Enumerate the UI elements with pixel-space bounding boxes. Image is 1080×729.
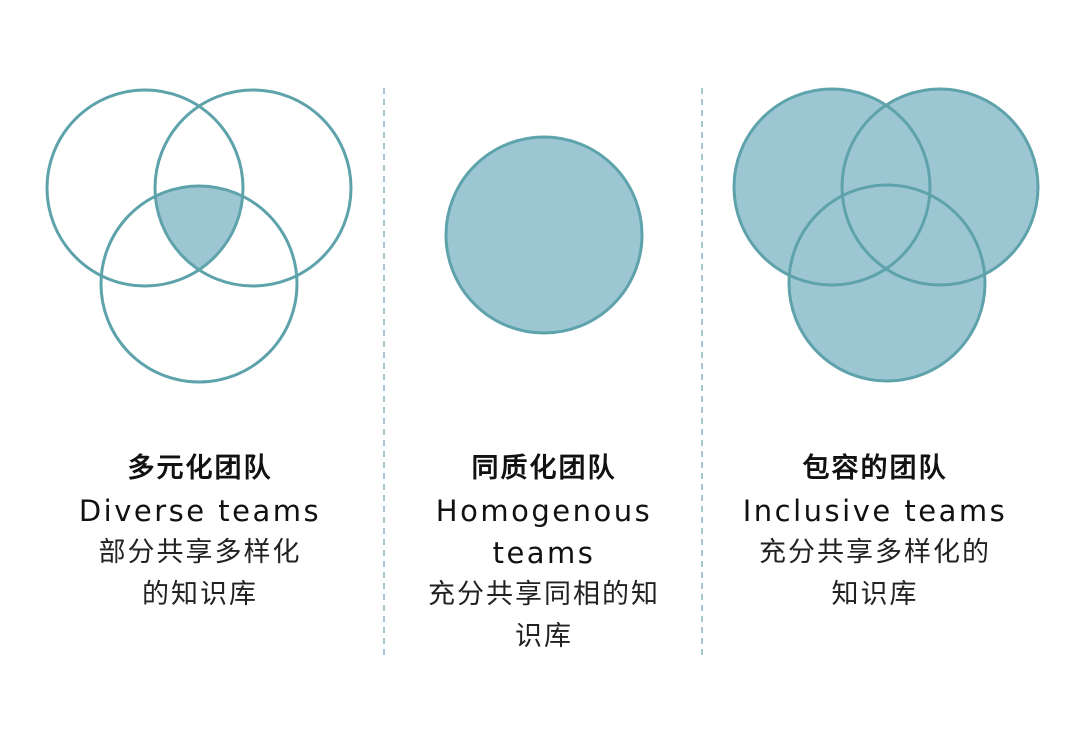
inclusive-title: 包容的团队 [802, 453, 948, 484]
inclusive-venn [732, 87, 1040, 383]
inclusive-english: Inclusive teams [742, 494, 1008, 528]
diverse-caption: 多元化团队 Diverse teams 部分共享多样化的知识库 [70, 448, 330, 616]
inclusive-caption: 包容的团队 Inclusive teams 充分共享多样化的知识库 [735, 448, 1015, 616]
diverse-title: 多元化团队 [127, 453, 273, 484]
inclusive-circle-bottom [787, 183, 987, 383]
diverse-english: Diverse teams [78, 494, 322, 528]
inclusive-circle-left [732, 87, 932, 287]
diverse-description: 部分共享多样化的知识库 [98, 537, 302, 610]
inclusive-description: 充分共享多样化的知识库 [759, 537, 991, 610]
inclusive-circle-right [840, 87, 1040, 287]
inclusive-circle-bottom-fill [789, 185, 985, 381]
diverse-venn [45, 88, 353, 384]
homogenous-english: Homogenous teams [435, 494, 653, 570]
homogenous-description: 充分共享同相的知识库 [428, 579, 660, 652]
diverse-circle-right [153, 88, 353, 288]
homogenous-circle-group [444, 135, 644, 335]
homogenous-title: 同质化团队 [471, 453, 617, 484]
homogenous-caption: 同质化团队 Homogenous teams 充分共享同相的知识库 [414, 448, 674, 658]
diverse-circle-left [45, 88, 245, 288]
homogenous-circle [444, 135, 644, 335]
diverse-circle-bottom [99, 184, 299, 384]
